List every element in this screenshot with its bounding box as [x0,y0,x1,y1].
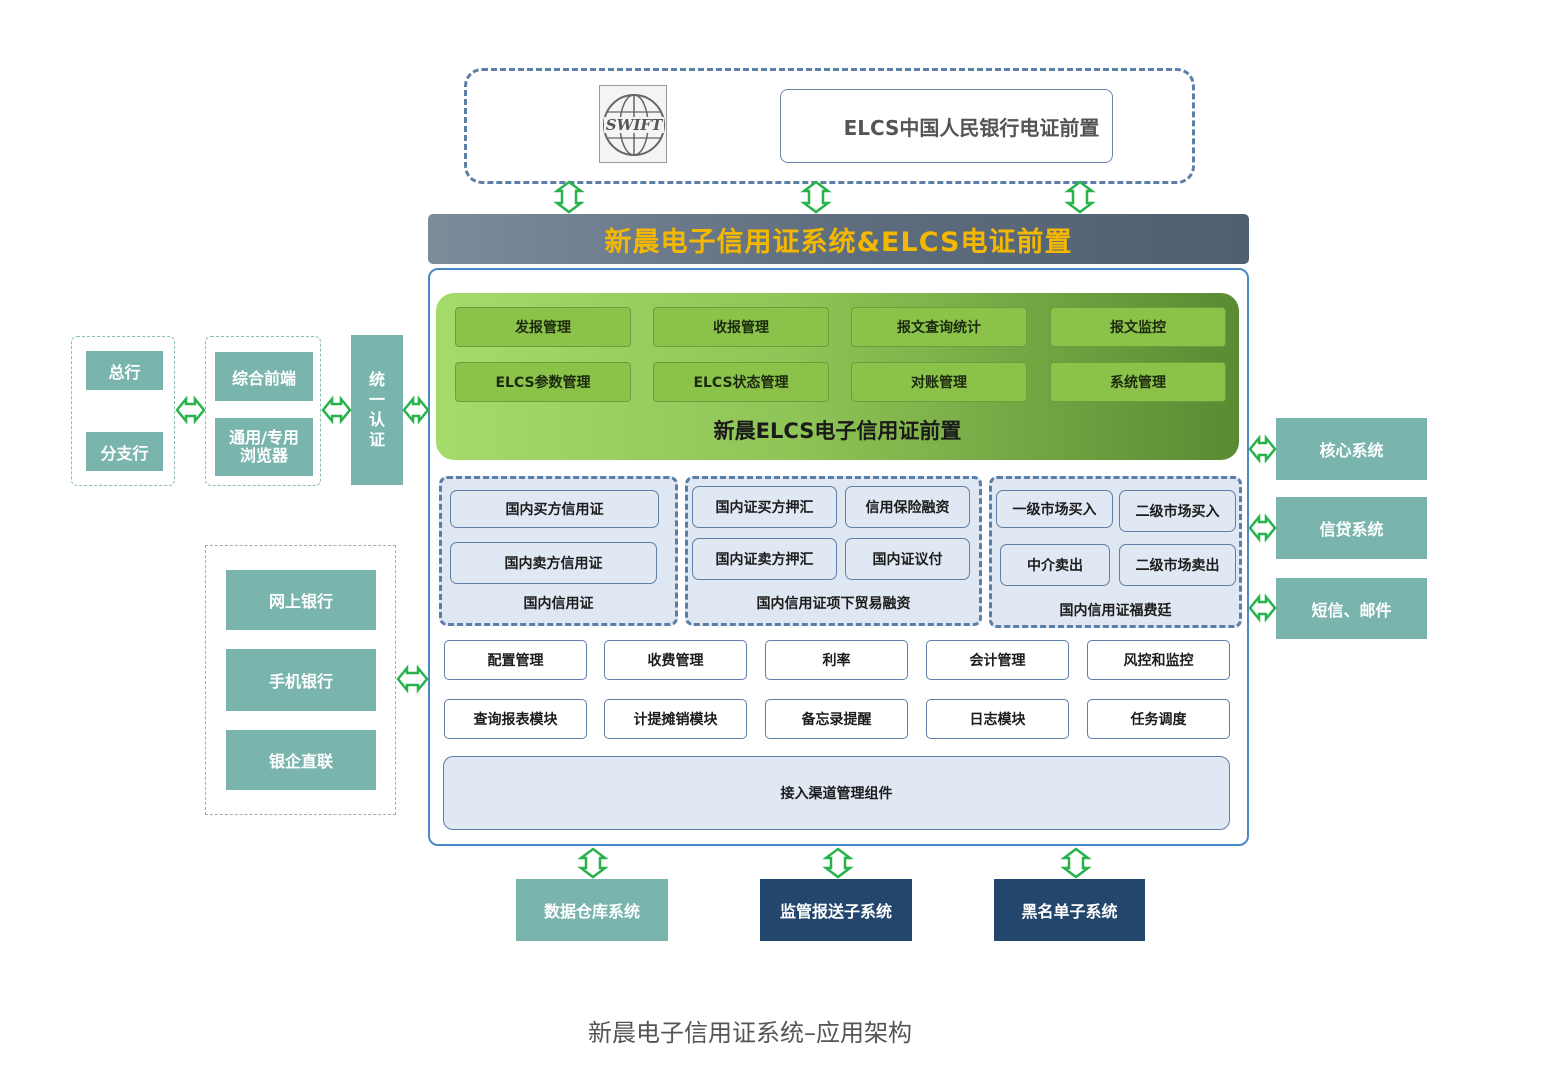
head-office[interactable]: 总行 [86,351,163,390]
credit-insurance-financing[interactable]: 信用保险融资 [845,486,970,528]
arrow-bank-frontend [175,395,206,425]
browser-frontend[interactable]: 通用/专用 浏览器 [215,418,313,476]
accrual-amortization-module[interactable]: 计提摊销模块 [604,699,747,739]
interest-rate[interactable]: 利率 [765,640,908,680]
credit-system[interactable]: 信贷系统 [1276,497,1427,559]
domestic-seller-lc[interactable]: 国内卖方信用证 [450,542,657,584]
buyer-lc-negotiation-loan[interactable]: 国内证买方押汇 [692,486,837,528]
online-banking[interactable]: 网上银行 [226,570,376,630]
arrow-top-center [800,180,832,214]
system-title: 新晨电子信用证系统&ELCS电证前置 [604,226,1073,258]
log-module[interactable]: 日志模块 [926,699,1069,739]
arrow-core-system [1248,434,1277,464]
channel-group [205,545,396,815]
task-scheduling[interactable]: 任务调度 [1087,699,1230,739]
memo-reminder[interactable]: 备忘录提醒 [765,699,908,739]
data-warehouse-system[interactable]: 数据仓库系统 [516,879,668,941]
query-report-module[interactable]: 查询报表模块 [444,699,587,739]
elcs-front-label: 新晨ELCS电子信用证前置 [713,419,962,443]
arrow-bottom-left [577,847,609,879]
regulatory-reporting-subsystem[interactable]: 监管报送子系统 [760,879,912,941]
send-message-mgmt-button[interactable]: 发报管理 [455,307,631,347]
elcs-pbc-front-label: ELCS中国人民银行电证前置 [843,115,1100,140]
accounting-mgmt[interactable]: 会计管理 [926,640,1069,680]
elcs-param-mgmt-button[interactable]: ELCS参数管理 [455,362,631,402]
reconciliation-mgmt-button[interactable]: 对账管理 [851,362,1027,402]
arrow-top-right [1064,180,1096,214]
domestic-buyer-lc[interactable]: 国内买方信用证 [450,490,659,528]
bank-enterprise-link[interactable]: 银企直联 [226,730,376,790]
arrow-channels-platform [396,664,429,694]
integrated-frontend[interactable]: 综合前端 [215,352,313,401]
unified-auth[interactable]: 统 一 认 证 [351,335,403,485]
globe-icon [603,94,665,156]
domestic-lc-label: 国内信用证 [523,596,594,612]
branch-office[interactable]: 分支行 [86,432,163,471]
mobile-banking[interactable]: 手机银行 [226,649,376,711]
sms-email[interactable]: 短信、邮件 [1276,578,1427,639]
receive-message-mgmt-button[interactable]: 收报管理 [653,307,829,347]
swift-logo: SWIFT [599,85,667,163]
bank-group [71,336,175,486]
risk-control-monitor[interactable]: 风控和监控 [1087,640,1230,680]
config-mgmt[interactable]: 配置管理 [444,640,587,680]
message-monitor-button[interactable]: 报文监控 [1050,307,1226,347]
diagram-caption: 新晨电子信用证系统–应用架构 [588,1018,912,1047]
seller-lc-negotiation-loan[interactable]: 国内证卖方押汇 [692,538,837,580]
intermediary-sell[interactable]: 中介卖出 [1000,544,1110,586]
arrow-frontend-auth [321,395,352,425]
arrow-top-left [553,180,585,214]
elcs-status-mgmt-button[interactable]: ELCS状态管理 [653,362,829,402]
system-mgmt-button[interactable]: 系统管理 [1050,362,1226,402]
blacklist-subsystem[interactable]: 黑名单子系统 [994,879,1145,941]
lc-negotiation[interactable]: 国内证议付 [845,538,970,580]
lc-trade-finance-label: 国内信用证项下贸易融资 [756,596,911,612]
core-system[interactable]: 核心系统 [1276,418,1427,480]
arrow-bottom-right [1060,847,1092,879]
elcs-pbc-front-box: ELCS中国人民银行电证前置 [780,89,1113,163]
lc-forfaiting-label: 国内信用证福费廷 [1059,603,1172,619]
message-query-stats-button[interactable]: 报文查询统计 [851,307,1027,347]
access-channel-management[interactable]: 接入渠道管理组件 [443,756,1230,830]
arrow-credit-system [1248,513,1277,543]
arrow-sms-email [1248,593,1277,623]
system-header-bar: 新晨电子信用证系统&ELCS电证前置 [428,214,1249,264]
arrow-auth-platform [402,395,430,425]
fee-mgmt[interactable]: 收费管理 [604,640,747,680]
secondary-market-sell[interactable]: 二级市场卖出 [1119,544,1236,586]
arrow-bottom-center [822,847,854,879]
swift-logo-text: SWIFT [605,116,663,134]
secondary-market-buy[interactable]: 二级市场买入 [1119,490,1236,532]
primary-market-buy[interactable]: 一级市场买入 [996,490,1113,528]
